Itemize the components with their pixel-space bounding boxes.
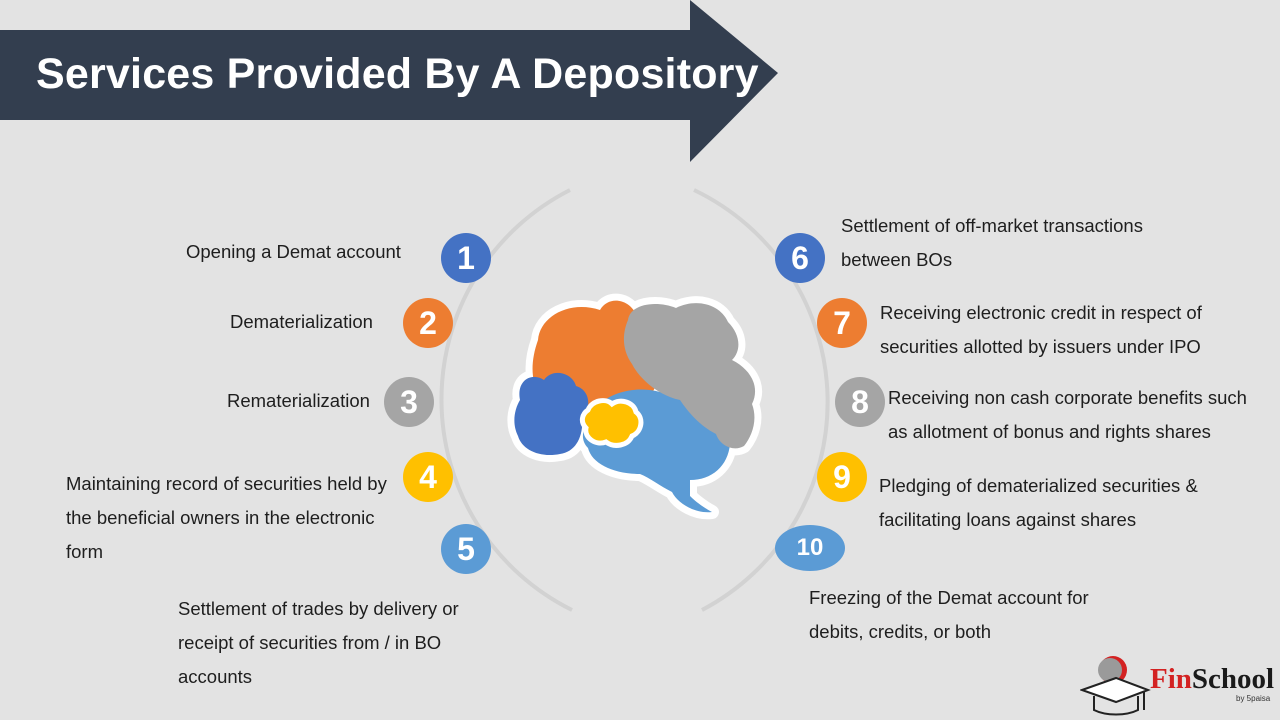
service-label-line: facilitating loans against shares	[879, 509, 1137, 530]
logo-wordmark: FinSchool	[1150, 663, 1275, 695]
service-number-1: 1	[441, 233, 491, 283]
service-label-line: Receiving electronic credit in respect o…	[880, 302, 1202, 323]
service-label-8: Receiving non cash corporate benefits su…	[888, 381, 1263, 449]
logo-tagline: by 5paisa	[1236, 694, 1271, 703]
service-number-9: 9	[817, 452, 867, 502]
service-label-1: Opening a Demat account	[186, 235, 431, 269]
service-label-line: form	[66, 541, 103, 562]
page-title: Services Provided By A Depository	[36, 50, 759, 98]
service-label-5: Settlement of trades by delivery or recei…	[178, 592, 478, 694]
service-label-line: the beneficial owners in the electronic	[66, 507, 375, 528]
service-label-line: Opening a Demat account	[186, 241, 401, 262]
service-label-line: Settlement of trades by delivery or	[178, 598, 459, 619]
service-label-line: debits, credits, or both	[809, 621, 992, 642]
service-label-2: Dematerialization	[230, 305, 380, 339]
service-label-9: Pledging of dematerialized securities & f…	[879, 469, 1219, 537]
service-label-line: Settlement of off-market transactions	[841, 215, 1143, 236]
service-number-5: 5	[441, 524, 491, 574]
service-number-4: 4	[403, 452, 453, 502]
service-label-line: between BOs	[841, 249, 953, 270]
service-label-7: Receiving electronic credit in respect o…	[880, 296, 1220, 364]
graduation-cap-icon	[1080, 656, 1151, 716]
ring-arc-left	[439, 188, 573, 612]
service-label-line: Maintaining record of securities held by	[66, 473, 387, 494]
service-label-line: receipt of securities from / in BO	[178, 632, 442, 653]
brain-icon	[507, 293, 763, 520]
service-label-line: Freezing of the Demat account for	[809, 587, 1089, 608]
service-label-6: Settlement of off-market transactions bet…	[841, 209, 1171, 277]
service-number-7: 7	[817, 298, 867, 348]
service-number-6: 6	[775, 233, 825, 283]
ring-arc-right	[693, 188, 830, 612]
service-label-line: Pledging of dematerialized securities &	[879, 475, 1198, 496]
service-label-line: Rematerialization	[227, 390, 370, 411]
title-arrow-shape	[0, 0, 778, 162]
service-label-10: Freezing of the Demat account for debits,…	[809, 581, 1109, 649]
title-arrow-banner	[0, 0, 778, 162]
service-label-4: Maintaining record of securities held by…	[66, 467, 396, 569]
service-label-line: accounts	[178, 666, 253, 687]
service-label-line: securities allotted by issuers under IPO	[880, 336, 1201, 357]
service-number-2: 2	[403, 298, 453, 348]
service-label-line: as allotment of bonus and rights shares	[888, 421, 1211, 442]
service-number-3: 3	[384, 377, 434, 427]
service-number-10: 10	[775, 525, 845, 571]
service-label-3: Rematerialization	[227, 384, 377, 418]
service-label-line: Dematerialization	[230, 311, 373, 332]
service-number-8: 8	[835, 377, 885, 427]
service-label-line: Receiving non cash corporate benefits su…	[888, 387, 1247, 408]
